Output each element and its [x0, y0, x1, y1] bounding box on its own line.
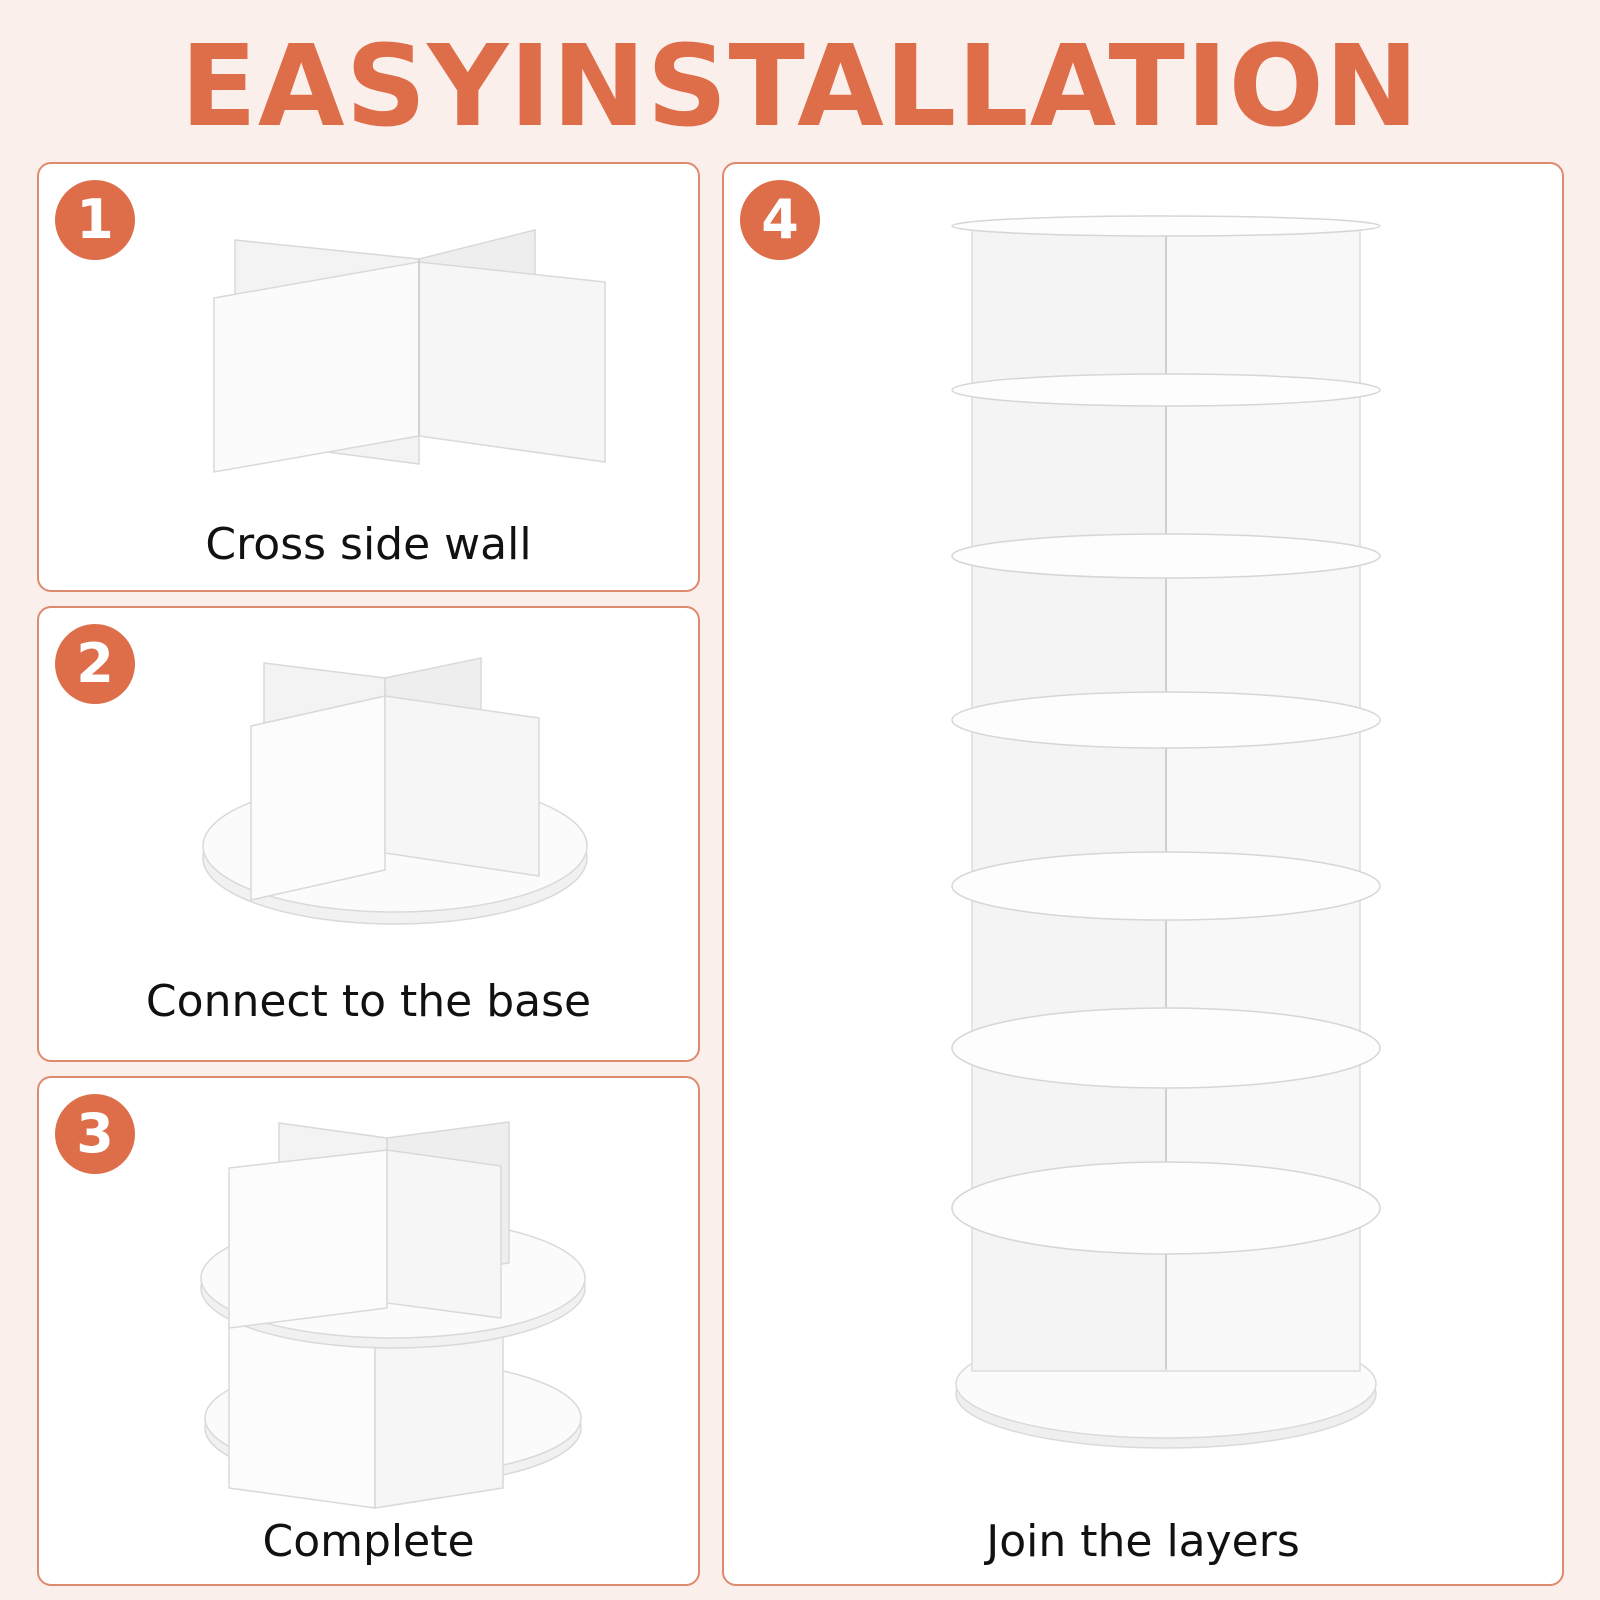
step-4-panel: 4 Join the layers [722, 162, 1564, 1586]
step-4-badge: 4 [740, 180, 820, 260]
step-2-panel: 2 Connect to the base [37, 606, 700, 1062]
connect-to-base-illustration [202, 657, 588, 925]
step-3-badge: 3 [55, 1094, 135, 1174]
page-title: EASYINSTALLATION [180, 22, 1420, 152]
step-1-caption: Cross side wall [205, 519, 532, 570]
complete-illustration [200, 1121, 586, 1509]
cross-side-wall-illustration [213, 229, 606, 473]
step-3-caption: Complete [262, 1516, 475, 1567]
step-2-badge: 2 [55, 624, 135, 704]
step-1-badge: 1 [55, 180, 135, 260]
step-3-panel: 3 Complete [37, 1076, 700, 1586]
step-1-panel: 1 Cross side wall [37, 162, 700, 592]
step-2-caption: Connect to the base [145, 976, 592, 1027]
step-4-caption: Join the layers [986, 1516, 1300, 1567]
join-layers-illustration [951, 215, 1381, 1449]
